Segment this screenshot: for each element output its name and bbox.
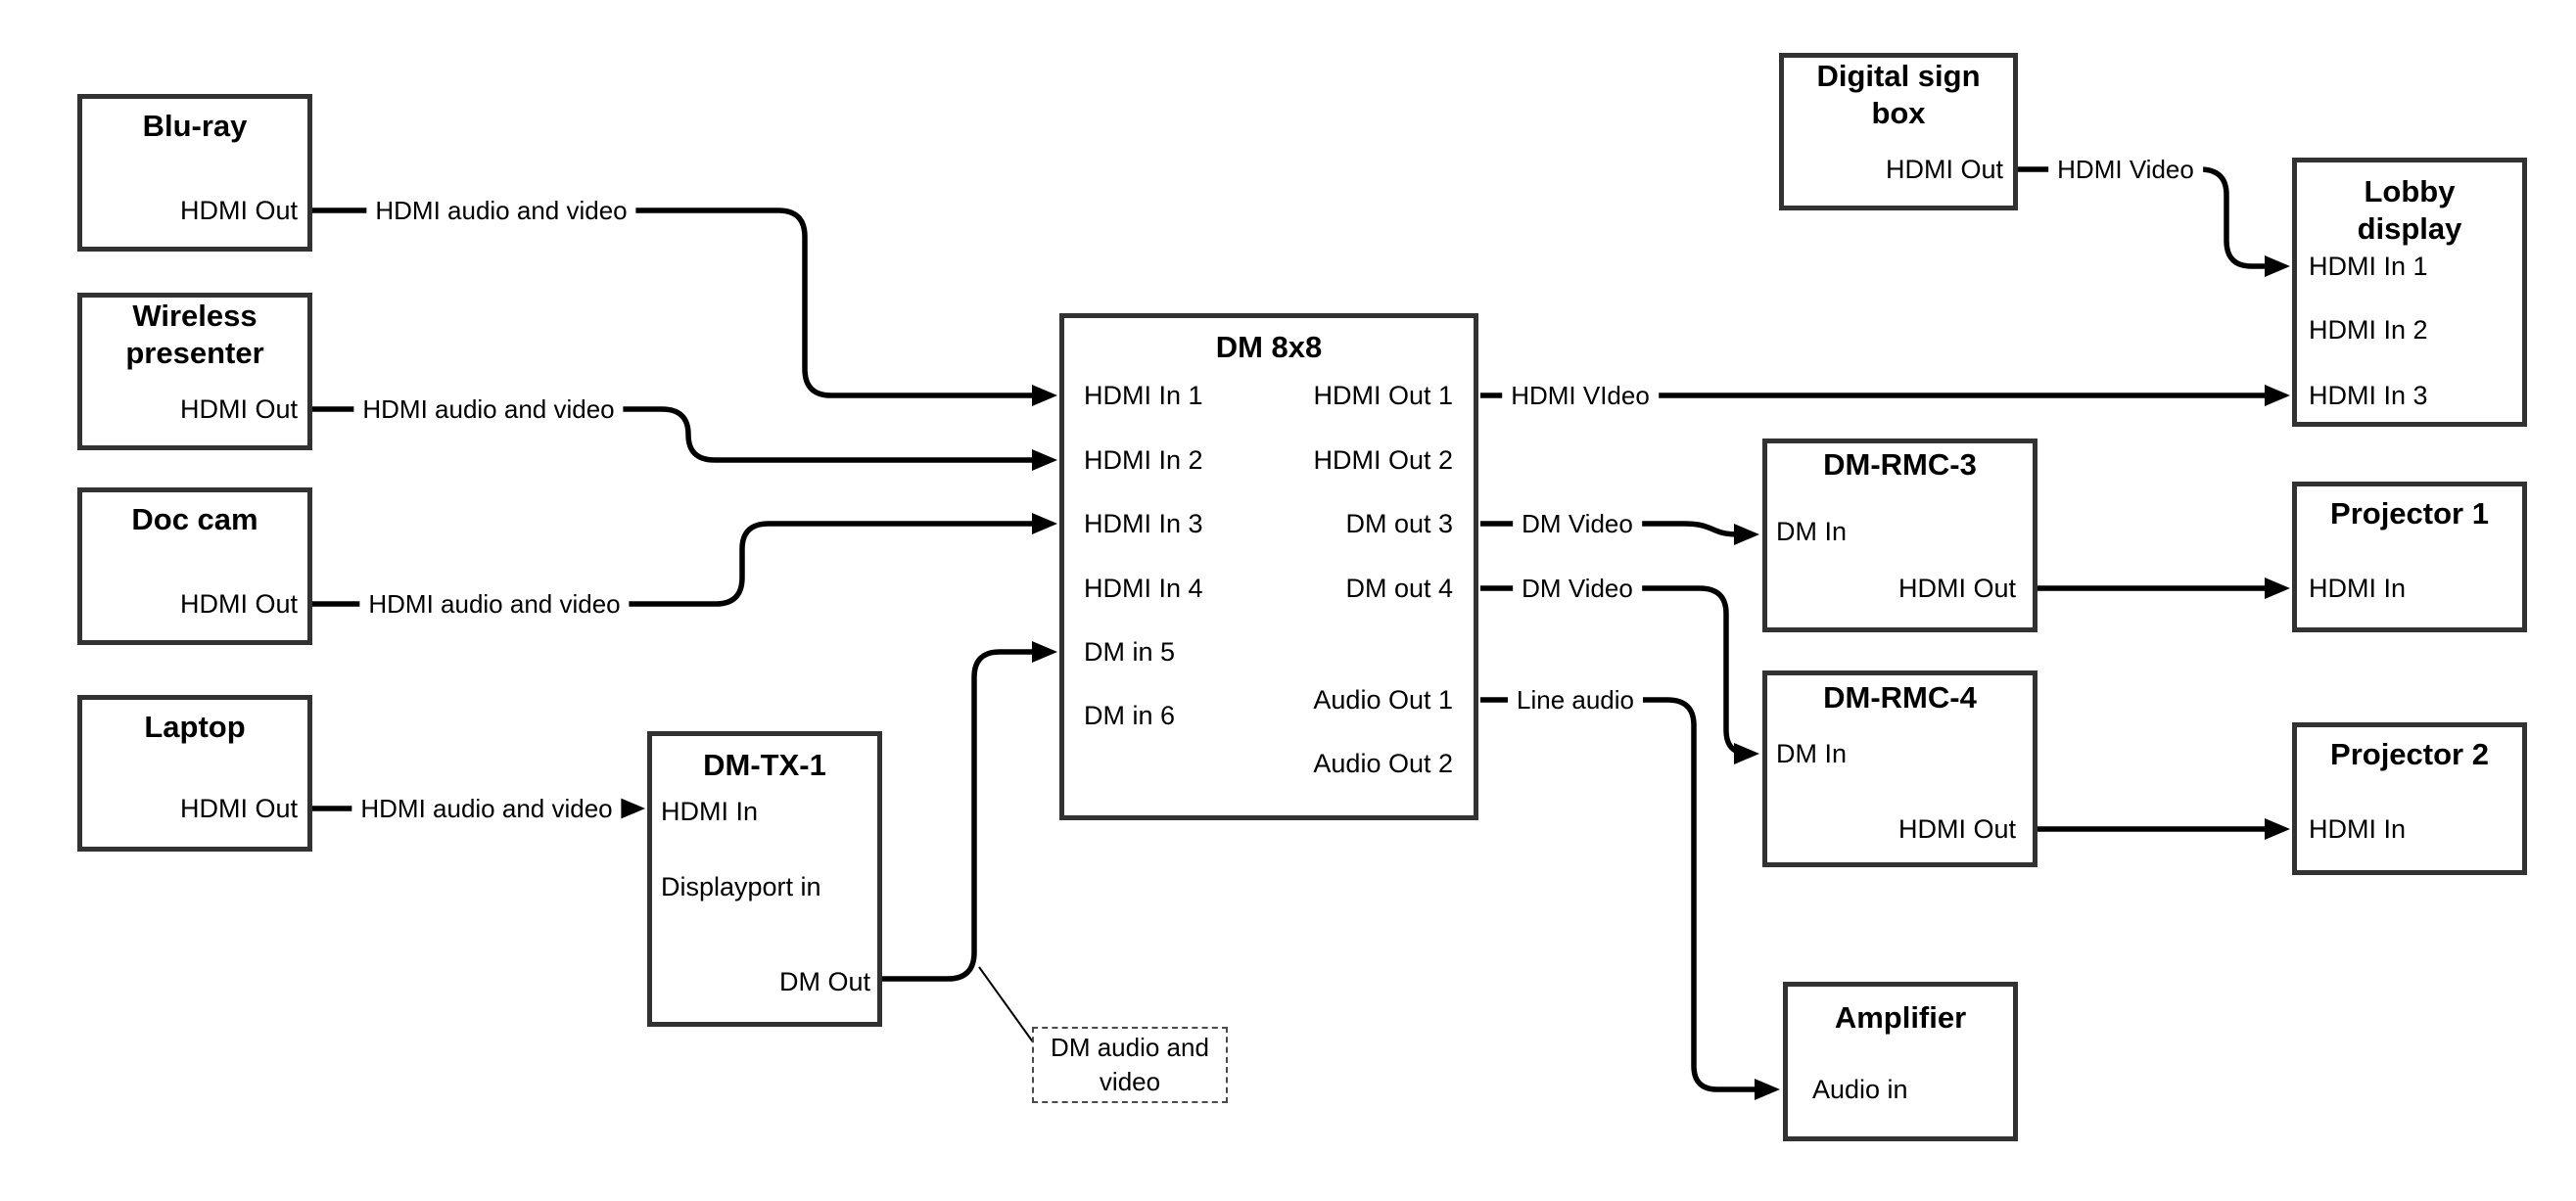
port-hdmi-in: HDMI In bbox=[2309, 814, 2407, 844]
port-hdmi-out: HDMI Out bbox=[179, 394, 298, 424]
wire-label-dm-video-out4: DM Video bbox=[1513, 573, 1642, 604]
node-title: Wireless presenter bbox=[125, 299, 264, 370]
node-blu-ray: Blu-ray HDMI Out bbox=[77, 94, 312, 252]
port-hdmi-in-3: HDMI In 3 bbox=[1084, 509, 1203, 538]
port-dm-in: DM In bbox=[1776, 739, 1848, 768]
node-title: DM-RMC-4 bbox=[1823, 680, 1977, 715]
port-audio-in: Audio in bbox=[1812, 1075, 1908, 1104]
node-title: Laptop bbox=[144, 710, 246, 744]
wire-dm8x8-out4-to-dmrmc4 bbox=[1480, 585, 1750, 757]
arrowhead bbox=[1032, 513, 1057, 534]
node-title: DM-RMC-3 bbox=[1823, 447, 1977, 482]
port-hdmi-in-2: HDMI In 2 bbox=[2309, 315, 2428, 345]
wire-wireless-to-dm8x8-in2 bbox=[312, 406, 1036, 463]
node-amplifier: Amplifier Audio in bbox=[1783, 982, 2018, 1141]
node-doc-cam: Doc cam HDMI Out bbox=[77, 487, 312, 645]
wire-label-hdmi-av-bluray: HDMI audio and video bbox=[366, 195, 636, 226]
port-dm-in-6: DM in 6 bbox=[1084, 701, 1176, 730]
arrowhead bbox=[1032, 385, 1057, 406]
wire-label-hdmi-video-out1: HDMI VIdeo bbox=[1502, 380, 1659, 411]
port-hdmi-in-2: HDMI In 2 bbox=[1084, 445, 1203, 475]
port-displayport-in: Displayport in bbox=[661, 872, 821, 901]
port-hdmi-out-1: HDMI Out 1 bbox=[1313, 381, 1453, 410]
node-title: Digital sign box bbox=[1816, 59, 1981, 130]
port-hdmi-out: HDMI Out bbox=[1897, 814, 2016, 844]
port-hdmi-out: HDMI Out bbox=[1897, 574, 2016, 603]
node-title: Amplifier bbox=[1834, 1000, 1967, 1035]
note-leader-line bbox=[978, 966, 1035, 1044]
node-title: DM-TX-1 bbox=[703, 748, 826, 782]
wire-dm8x8-audio1-to-amplifier bbox=[1480, 697, 1761, 1092]
port-hdmi-out-2: HDMI Out 2 bbox=[1313, 445, 1453, 475]
node-dm-tx-1: DM-TX-1 HDMI In Displayport in DM Out bbox=[647, 731, 882, 1027]
node-title: Projector 1 bbox=[2330, 496, 2489, 531]
wire-dmtx1-to-dm8x8-in5 bbox=[880, 649, 1036, 982]
wire-digitalsign-to-lobby-in1 bbox=[2018, 166, 2270, 269]
wire-label-line-audio: Line audio bbox=[1508, 684, 1643, 716]
node-dm-rmc-3: DM-RMC-3 DM In HDMI Out bbox=[1762, 439, 2037, 632]
port-dm-in-5: DM in 5 bbox=[1084, 637, 1176, 667]
arrowheads bbox=[620, 255, 2290, 1100]
node-dm-8x8: DM 8x8 HDMI In 1 HDMI In 2 HDMI In 3 HDM… bbox=[1059, 313, 1478, 820]
port-audio-out-2: Audio Out 2 bbox=[1313, 749, 1453, 778]
wire-label-hdmi-video-sign: HDMI Video bbox=[2048, 154, 2203, 185]
node-lobby-display: Lobby display HDMI In 1 HDMI In 2 HDMI I… bbox=[2292, 158, 2527, 427]
wire-label-dm-video-out3: DM Video bbox=[1513, 508, 1642, 539]
arrowhead bbox=[1032, 449, 1057, 471]
port-dm-out-3: DM out 3 bbox=[1345, 509, 1453, 538]
port-audio-out-1: Audio Out 1 bbox=[1313, 685, 1453, 715]
note-dm-audio-and-video: DM audio and video bbox=[1032, 1027, 1228, 1103]
wire-label-hdmi-av-laptop: HDMI audio and video bbox=[351, 793, 622, 824]
node-digital-sign-box: Digital sign box HDMI Out bbox=[1779, 53, 2018, 210]
port-hdmi-out: HDMI Out bbox=[179, 196, 298, 225]
node-wireless-presenter: Wireless presenter HDMI Out bbox=[77, 293, 312, 450]
port-hdmi-out: HDMI Out bbox=[1885, 155, 2003, 184]
arrowhead bbox=[1755, 1079, 1780, 1100]
port-hdmi-in-3: HDMI In 3 bbox=[2309, 381, 2428, 410]
node-dm-rmc-4: DM-RMC-4 DM In HDMI Out bbox=[1762, 670, 2037, 867]
port-dm-in: DM In bbox=[1776, 517, 1848, 546]
arrowhead bbox=[1734, 524, 1759, 545]
arrowhead bbox=[2265, 385, 2290, 406]
port-hdmi-in: HDMI In bbox=[661, 797, 759, 826]
port-dm-out: DM Out bbox=[778, 967, 870, 996]
node-title: Blu-ray bbox=[142, 109, 248, 143]
node-title: Projector 2 bbox=[2330, 737, 2489, 771]
port-hdmi-in: HDMI In bbox=[2309, 574, 2407, 603]
port-hdmi-out: HDMI Out bbox=[179, 589, 298, 619]
node-title: Lobby display bbox=[2357, 174, 2462, 246]
node-projector-2: Projector 2 HDMI In bbox=[2292, 722, 2527, 875]
arrowhead bbox=[620, 798, 645, 819]
port-hdmi-in-1: HDMI In 1 bbox=[1084, 381, 1203, 410]
port-hdmi-in-1: HDMI In 1 bbox=[2309, 252, 2428, 281]
wire-label-hdmi-av-doccam: HDMI audio and video bbox=[359, 588, 630, 620]
node-projector-1: Projector 1 HDMI In bbox=[2292, 482, 2527, 632]
node-title: DM 8x8 bbox=[1215, 330, 1323, 364]
arrowhead bbox=[1032, 641, 1057, 663]
node-laptop: Laptop HDMI Out bbox=[77, 695, 312, 852]
wire-dm8x8-out3-to-dmrmc3 bbox=[1480, 521, 1740, 537]
port-hdmi-out: HDMI Out bbox=[179, 794, 298, 823]
arrowhead bbox=[2265, 255, 2290, 277]
wire-label-hdmi-av-wireless: HDMI audio and video bbox=[353, 393, 624, 425]
port-hdmi-in-4: HDMI In 4 bbox=[1084, 574, 1203, 603]
wire-doccam-to-dm8x8-in3 bbox=[312, 521, 1036, 607]
arrowhead bbox=[1734, 743, 1759, 764]
arrowhead bbox=[2265, 818, 2290, 840]
wire-bluray-to-dm8x8-in1 bbox=[312, 208, 1036, 398]
port-dm-out-4: DM out 4 bbox=[1345, 574, 1453, 603]
node-title: Doc cam bbox=[131, 502, 258, 536]
arrowhead bbox=[2265, 577, 2290, 599]
